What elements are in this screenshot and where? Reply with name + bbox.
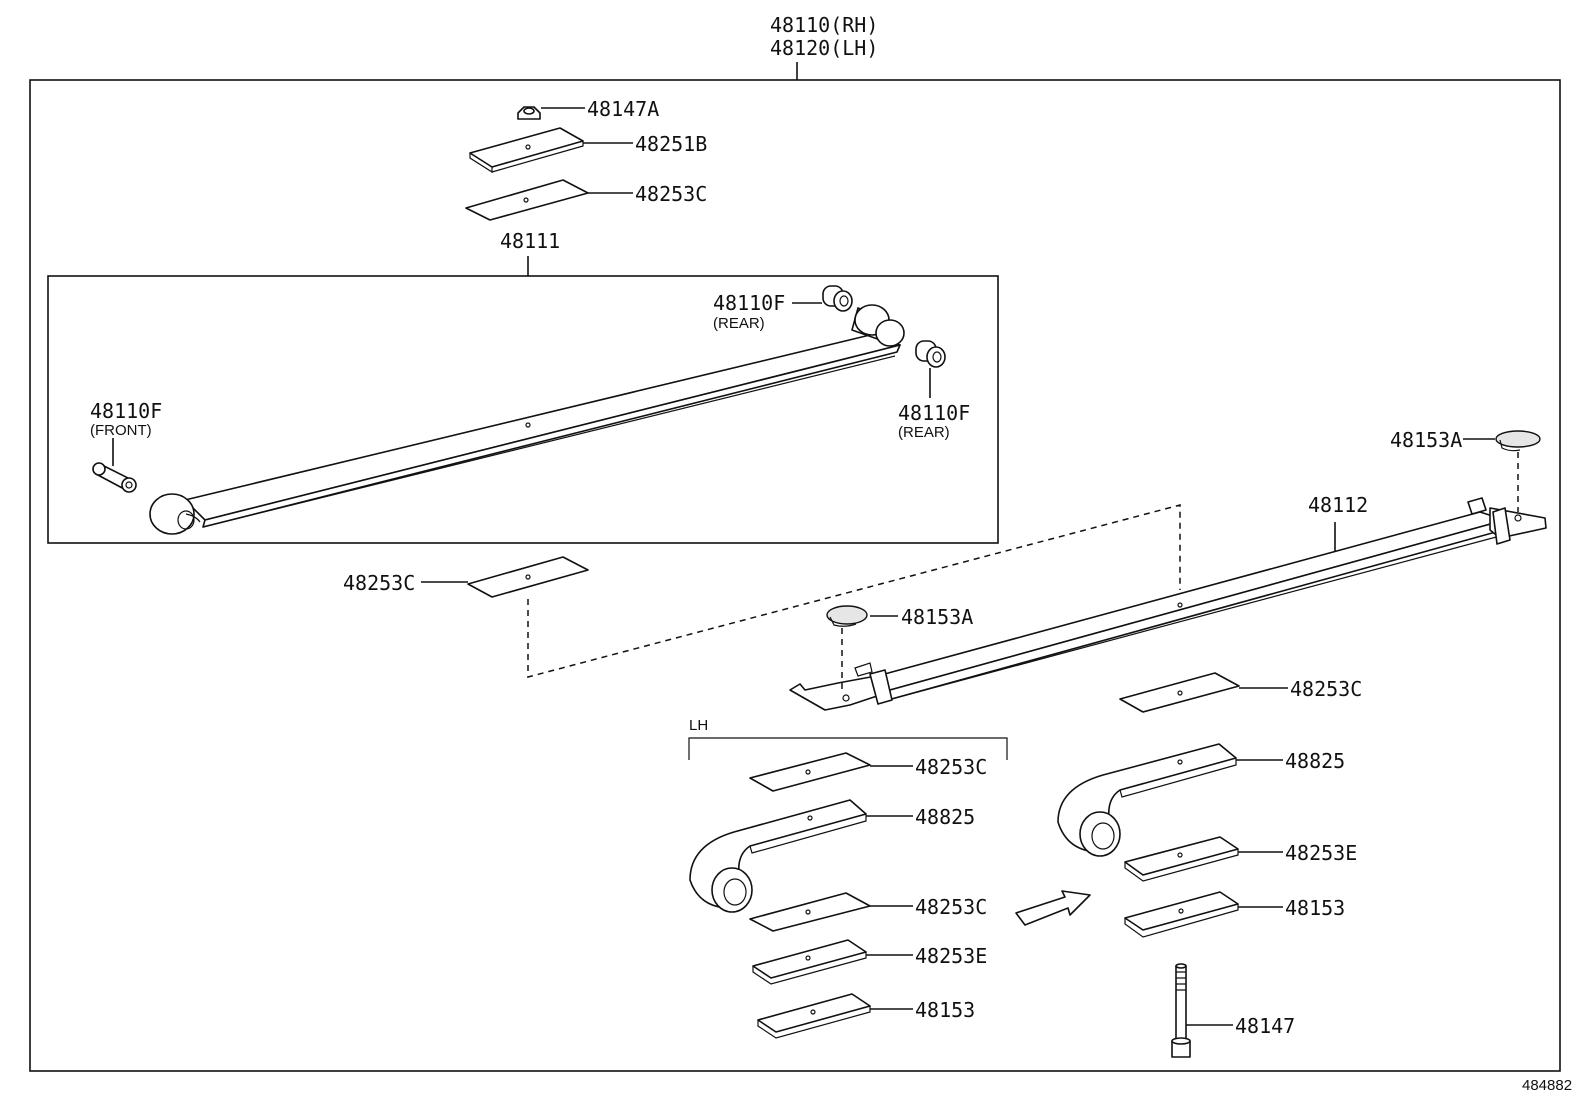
note-rear-lower: (REAR) <box>898 424 950 441</box>
assembly-number-lh[interactable]: 48120(LH) <box>770 36 878 60</box>
lh-group-bracket <box>688 737 1008 760</box>
bushing-front-part <box>92 462 137 493</box>
lh-plate-48153-part <box>757 993 871 1039</box>
alignment-dashed-line <box>527 504 1181 678</box>
outer-frame <box>29 79 1561 1072</box>
label-48147a[interactable]: 48147A <box>587 97 659 121</box>
label-48253c-top[interactable]: 48253C <box>635 182 707 206</box>
label-48153a-mid[interactable]: 48153A <box>901 605 973 629</box>
cap-48153a-right-part <box>1495 430 1541 452</box>
direction-arrow-icon <box>1015 890 1091 926</box>
label-lh-48253e[interactable]: 48253E <box>915 944 987 968</box>
label-48111[interactable]: 48111 <box>500 229 560 253</box>
nut-48147a-part <box>517 106 541 120</box>
leaf-assembly-box <box>47 275 999 544</box>
pad-48253c-top-part <box>465 179 589 221</box>
lh-pad-48253c-mid-part <box>749 892 871 932</box>
rh-pad-48253e-part <box>1124 836 1239 882</box>
main-leaf-spring-part <box>149 304 905 535</box>
label-lh-48153[interactable]: 48153 <box>915 998 975 1022</box>
lh-pad-48253e-part <box>752 939 867 985</box>
label-lh-48253c-mid[interactable]: 48253C <box>915 895 987 919</box>
bushing-rear-upper-part <box>822 285 853 312</box>
label-48253c-right[interactable]: 48253C <box>1290 677 1362 701</box>
bolt-48147-part <box>1171 963 1191 1058</box>
note-rear-upper: (REAR) <box>713 315 765 332</box>
note-front: (FRONT) <box>90 422 152 439</box>
label-lh-48825[interactable]: 48825 <box>915 805 975 829</box>
bushing-rear-lower-part <box>915 340 946 368</box>
label-rh-48153[interactable]: 48153 <box>1285 896 1345 920</box>
lh-pad-48253c-top-part <box>749 752 871 792</box>
label-48253c-mid[interactable]: 48253C <box>343 571 415 595</box>
rh-bracket-48825-part <box>1057 743 1237 857</box>
figure-id: 484882 <box>1522 1077 1572 1094</box>
second-leaf-spring-part <box>789 497 1547 711</box>
label-48153a-right[interactable]: 48153A <box>1390 428 1462 452</box>
pad-48253c-mid-part <box>467 556 589 598</box>
label-rh-48253e[interactable]: 48253E <box>1285 841 1357 865</box>
label-48110f-rear-lower[interactable]: 48110F <box>898 401 970 425</box>
label-48251b[interactable]: 48251B <box>635 132 707 156</box>
lh-bracket-48825-part <box>689 799 867 913</box>
label-48110f-front[interactable]: 48110F <box>90 399 162 423</box>
cap-48153a-mid-part <box>826 605 868 627</box>
label-48112[interactable]: 48112 <box>1308 493 1368 517</box>
label-lh-48253c-top[interactable]: 48253C <box>915 755 987 779</box>
assembly-number-rh[interactable]: 48110(RH) <box>770 13 878 37</box>
label-rh-48825[interactable]: 48825 <box>1285 749 1345 773</box>
label-48110f-rear-upper[interactable]: 48110F <box>713 291 785 315</box>
pad-48253c-right-part <box>1119 672 1240 713</box>
rh-plate-48153-part <box>1124 891 1239 938</box>
label-48147[interactable]: 48147 <box>1235 1014 1295 1038</box>
label-lh-group[interactable]: LH <box>689 717 708 734</box>
plate-48251b-part <box>469 127 584 174</box>
